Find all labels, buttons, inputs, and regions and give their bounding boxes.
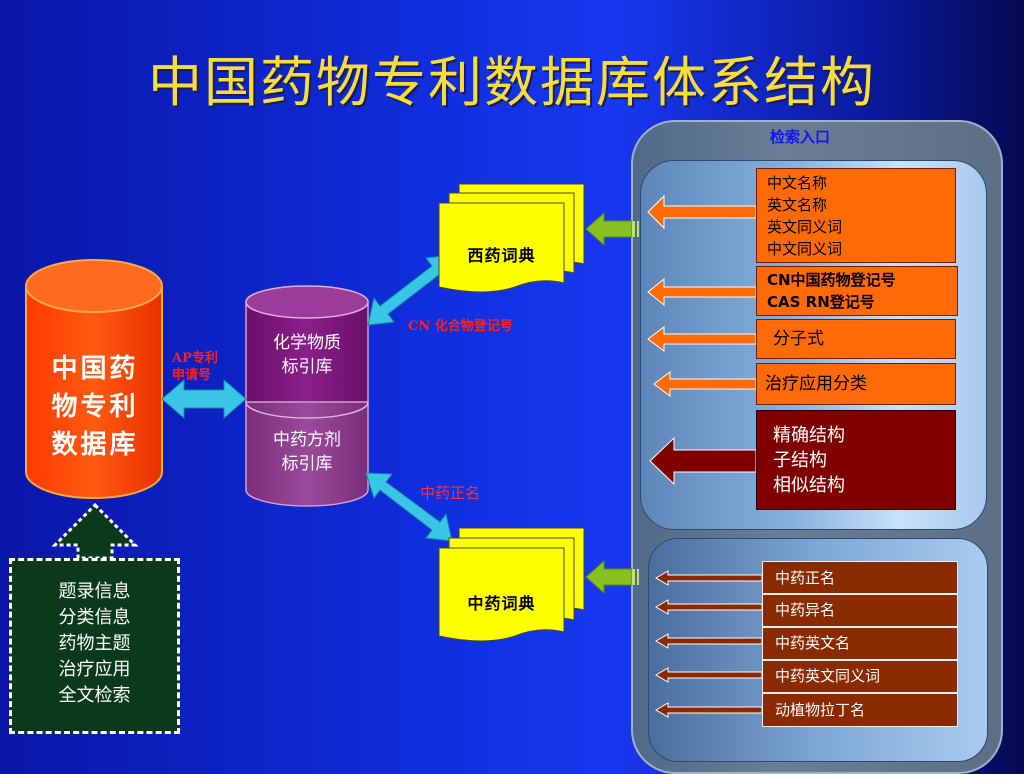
tcm-field-english-name[interactable]: 中药英文名 — [762, 627, 958, 660]
tcm-field-label: 中药异名 — [775, 601, 836, 619]
ap-line: 申请号 — [172, 368, 212, 383]
tcm-field-latin-name[interactable]: 动植物拉丁名 — [762, 693, 958, 727]
field-group-names[interactable]: 中文名称 英文名称 英文同义词 中文同义词 — [756, 168, 956, 263]
info-up-arrow — [51, 502, 139, 560]
tcm-field-label: 中药英文同义词 — [775, 667, 881, 685]
chem-index-line: 标引库 — [281, 357, 333, 377]
tcm-dict-stack — [438, 527, 585, 642]
chemical-index-cylinder — [245, 285, 369, 419]
tcm-field-english-synonym[interactable]: 中药英文同义词 — [762, 660, 958, 693]
green-arrow-western — [585, 211, 639, 247]
tcm-field-label: 中药正名 — [775, 569, 836, 587]
field-cas-rn: CAS RN登记号 — [767, 293, 875, 311]
western-dict-label: 西药词典 — [467, 246, 536, 265]
field-chinese-name: 中文名称 — [767, 174, 828, 192]
info-line: 题录信息 — [58, 581, 131, 602]
ap-double-arrow — [161, 378, 247, 420]
field-formula-label: 分子式 — [773, 329, 824, 349]
page-title: 中国药物专利数据库体系结构 — [148, 51, 876, 114]
search-entry-title: 检索入口 — [770, 128, 831, 146]
ap-link-label: AP专利 申请号 — [172, 350, 218, 384]
field-therapeutic-label: 治疗应用分类 — [765, 374, 867, 394]
tcm-index-line: 标引库 — [281, 454, 333, 474]
tcm-index-cylinder — [245, 401, 369, 507]
cn-link-label: CN 化合物登记号 — [408, 319, 513, 334]
tcm-field-official-name[interactable]: 中药正名 — [762, 561, 958, 594]
field-arrows-tcm — [655, 570, 763, 718]
green-arrow-tcm — [585, 559, 639, 595]
tcm-field-alias[interactable]: 中药异名 — [762, 594, 958, 627]
info-line: 药物主题 — [58, 633, 131, 654]
main-db-line: 物专利 — [51, 392, 139, 422]
main-db-line: 数据库 — [51, 430, 139, 460]
main-db-line: 中国药 — [51, 354, 139, 384]
field-structure-search[interactable]: 精确结构 子结构 相似结构 — [756, 410, 956, 510]
main-database-cylinder — [25, 259, 163, 499]
western-dict-stack — [438, 183, 585, 293]
info-line: 治疗应用 — [58, 659, 131, 680]
ap-line: AP专利 — [172, 351, 218, 366]
tcm-field-label: 动植物拉丁名 — [775, 701, 866, 719]
tcm-index-line: 中药方剂 — [273, 430, 341, 450]
field-therapeutic-class[interactable]: 治疗应用分类 — [756, 363, 956, 405]
tcm-field-label: 中药英文名 — [775, 634, 851, 652]
field-group-registry[interactable]: CN中国药物登记号 CAS RN登记号 — [756, 266, 958, 316]
info-line: 分类信息 — [58, 607, 131, 628]
tcm-index-label: 中药方剂 标引库 — [246, 428, 368, 476]
field-substructure: 子结构 — [773, 450, 827, 471]
field-similar-structure: 相似结构 — [773, 475, 845, 496]
tcm-link-label: 中药正名 — [420, 484, 481, 502]
field-english-name: 英文名称 — [767, 196, 828, 214]
field-arrows-western — [647, 194, 757, 486]
field-cn-registry: CN中国药物登记号 — [767, 271, 896, 289]
chem-index-line: 化学物质 — [273, 333, 341, 353]
field-english-synonym: 英文同义词 — [767, 218, 843, 236]
main-database-label: 中国药 物专利 数据库 — [30, 350, 160, 464]
chemical-index-label: 化学物质 标引库 — [246, 331, 368, 379]
field-chinese-synonym: 中文同义词 — [767, 240, 843, 258]
field-formula[interactable]: 分子式 — [756, 319, 956, 359]
tcm-dict-label: 中药词典 — [467, 594, 536, 613]
field-exact-structure: 精确结构 — [773, 425, 845, 446]
info-box: 题录信息 分类信息 药物主题 治疗应用 全文检索 — [9, 558, 180, 734]
info-line: 全文检索 — [58, 685, 131, 706]
